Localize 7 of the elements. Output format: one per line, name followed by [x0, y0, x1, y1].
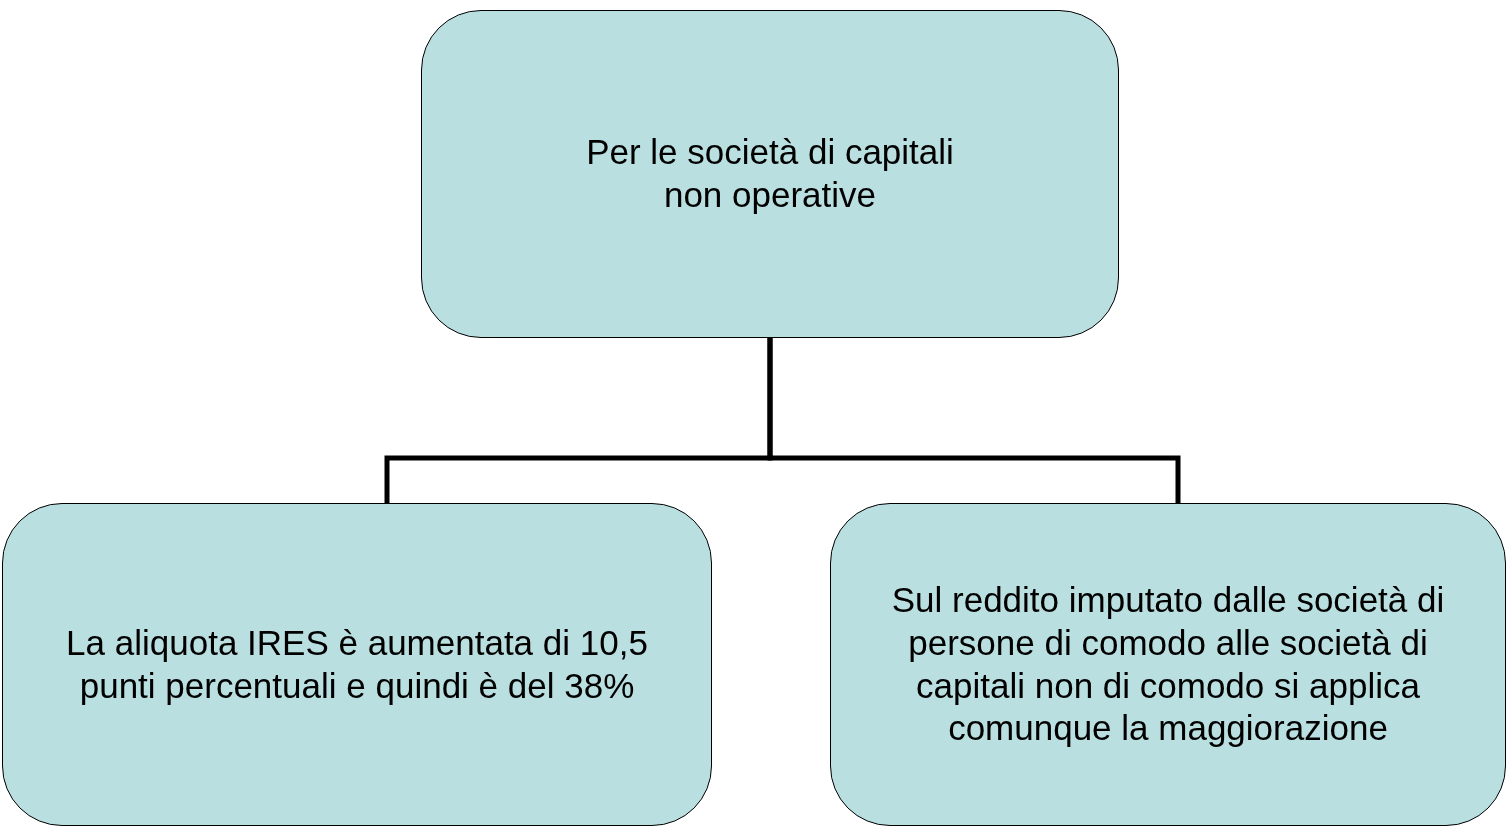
connector-line [767, 338, 1181, 503]
box-text: Sul reddito imputato dalle società di persone di comodo alle società di capitali non di comodo si applica comunque la maggiorazione [890, 579, 1446, 750]
rounded-box [2, 503, 712, 826]
rounded-box [421, 10, 1119, 338]
box-text: La aliquota IRES è aumentata di 10,5 punti percentuali e quindi è del 38% [65, 621, 649, 707]
box-text: Per le società di capitali non operative [585, 131, 955, 216]
rounded-box [830, 503, 1506, 826]
